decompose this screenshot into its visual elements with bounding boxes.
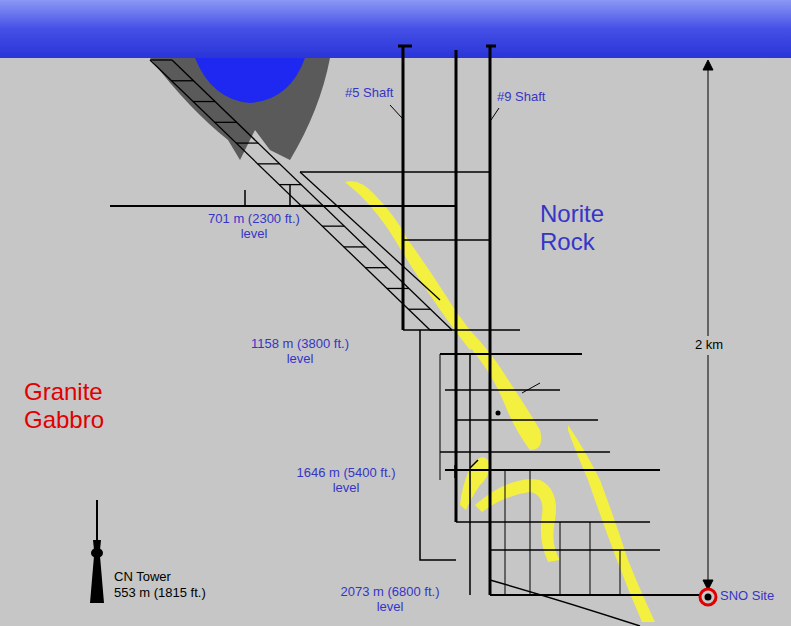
pit-rock bbox=[150, 58, 330, 160]
ramp-rung bbox=[172, 80, 194, 81]
ramp-rung bbox=[365, 267, 387, 268]
ramp-rung bbox=[193, 101, 215, 102]
cn-tower-icon bbox=[90, 500, 104, 603]
shaft-label: #5 Shaft bbox=[345, 86, 425, 101]
ramp-rung bbox=[387, 288, 409, 289]
site-label: SNO Site bbox=[720, 589, 788, 604]
level-label: 1158 m (3800 ft.) level bbox=[244, 337, 356, 367]
rock-label: Norite Rock bbox=[540, 200, 635, 255]
ramp-rung bbox=[215, 122, 237, 123]
level-label: 701 m (2300 ft.) level bbox=[198, 212, 310, 242]
ramp-rung bbox=[322, 226, 344, 227]
decline-ramp bbox=[150, 60, 452, 330]
ore-bodies bbox=[345, 181, 655, 622]
sno-site-dot bbox=[705, 594, 712, 601]
shaft-label: #9 Shaft bbox=[497, 90, 577, 105]
ramp-rung bbox=[150, 59, 172, 60]
sno-site-marker bbox=[700, 589, 716, 605]
rock-label: Granite Gabbro bbox=[24, 378, 129, 433]
dimension-label: 2 km bbox=[688, 336, 730, 355]
ramp-rung bbox=[236, 142, 258, 143]
ramp-rung bbox=[258, 163, 280, 164]
level-label: 1646 m (5400 ft.) level bbox=[290, 466, 402, 496]
ramp-rung bbox=[344, 246, 366, 247]
surface-water bbox=[0, 0, 791, 58]
mine-workings bbox=[110, 45, 700, 626]
lake bbox=[195, 58, 305, 103]
level-label: 2073 m (6800 ft.) level bbox=[334, 585, 446, 615]
depth-dimension bbox=[703, 60, 713, 590]
dimension-label: 553 m (1815 ft.) bbox=[114, 586, 234, 601]
marker-dot bbox=[496, 411, 501, 416]
landmark-label: CN Tower bbox=[114, 570, 224, 585]
ramp-rung bbox=[301, 205, 323, 206]
ramp-rung bbox=[279, 184, 301, 185]
ramp-rung bbox=[408, 309, 430, 310]
ramp-rung bbox=[430, 329, 452, 330]
